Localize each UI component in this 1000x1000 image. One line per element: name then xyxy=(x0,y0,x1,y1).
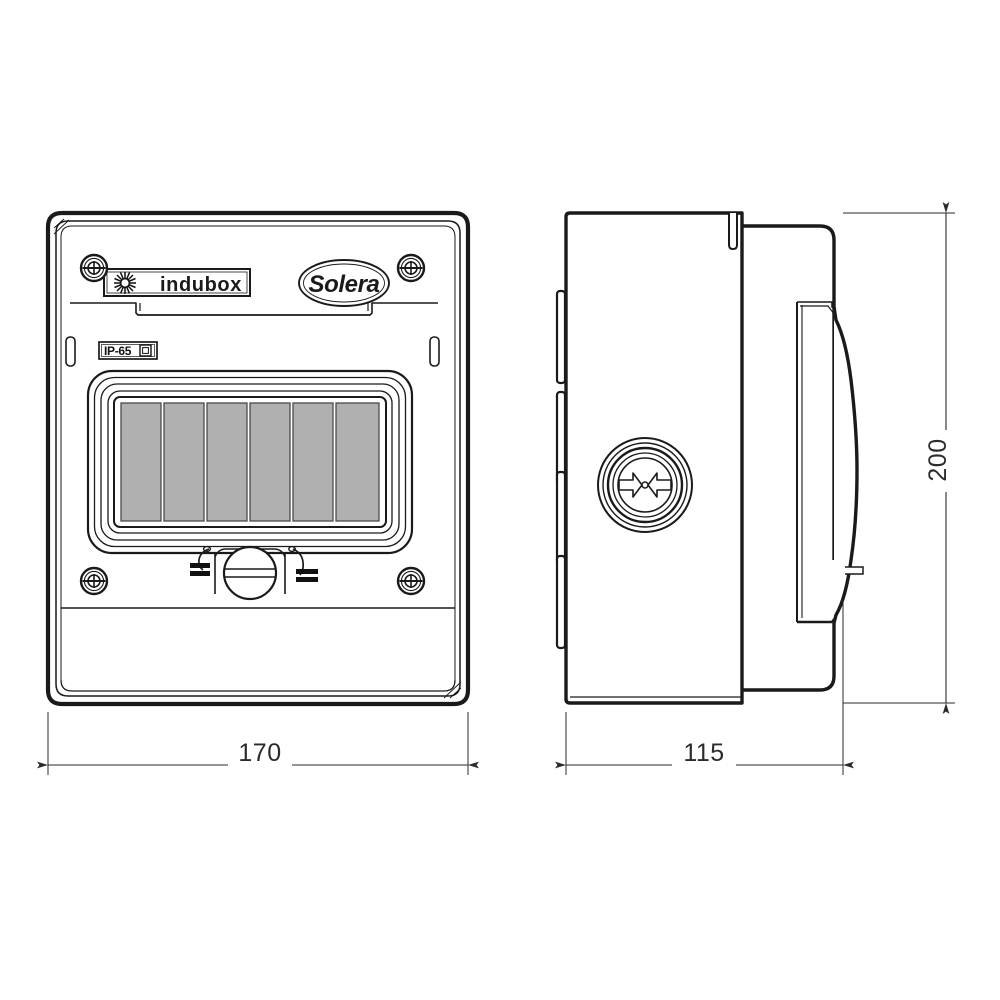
corner-tick-marks xyxy=(53,218,462,699)
dimension-width-value: 170 xyxy=(238,739,281,767)
cable-knockout xyxy=(597,437,693,533)
screw-bottom-left xyxy=(79,566,109,596)
module-slot xyxy=(292,402,334,522)
module-slot-group xyxy=(120,402,380,522)
side-door-bottom-flange xyxy=(797,616,838,624)
hinge-segment xyxy=(555,390,567,486)
dimension-height-value: 200 xyxy=(924,438,952,481)
latch-marking-left xyxy=(190,545,212,576)
starburst-icon xyxy=(114,272,136,294)
screw-top-left xyxy=(79,253,109,283)
module-slot xyxy=(120,402,162,522)
module-slot xyxy=(249,402,291,522)
side-door-lower-return xyxy=(742,623,836,692)
hinge-segment-group xyxy=(555,289,567,650)
front-door-outline xyxy=(55,220,461,697)
latch-marking-right xyxy=(288,545,318,582)
module-slot xyxy=(335,402,380,522)
module-slot xyxy=(206,402,248,522)
ip-rating-label: IP-65 xyxy=(104,344,132,358)
module-slot xyxy=(163,402,205,522)
dimension-depth-value: 115 xyxy=(683,739,724,767)
dimension-width-170: 170 xyxy=(37,712,479,775)
module-window-frame-3 xyxy=(100,383,400,541)
quarter-turn-latch[interactable] xyxy=(222,545,278,601)
indubox-badge-label: indubox xyxy=(160,274,242,296)
hinge-segment xyxy=(555,470,567,566)
side-door-top-flange-inner xyxy=(800,305,837,321)
indubox-badge: indubox xyxy=(103,268,251,297)
screw-top-right xyxy=(396,253,426,283)
knockout-arrow-right xyxy=(647,472,672,498)
hinge-segment xyxy=(555,554,567,650)
lower-panel-rim xyxy=(60,679,456,692)
side-door-upper-lip xyxy=(742,224,836,560)
label-plate-bracket-inner xyxy=(139,303,369,311)
dimension-height-200: 200 xyxy=(843,202,959,714)
vent-slot-right xyxy=(429,336,440,367)
module-window-frame-4 xyxy=(107,390,393,534)
side-top-seam xyxy=(728,213,738,251)
vent-slot-left xyxy=(65,336,76,367)
ip-rating-badge: IP-65 xyxy=(98,341,158,360)
solera-badge: Solera xyxy=(298,259,390,307)
class-II-square-icon xyxy=(139,344,152,357)
side-door-profile xyxy=(832,306,859,624)
side-door-top-flange xyxy=(797,301,837,310)
side-door-latch-tab xyxy=(845,566,864,575)
front-view: indubox Solera xyxy=(45,210,471,707)
dimension-depth-115: 115 xyxy=(555,600,854,775)
side-view xyxy=(555,211,864,705)
screw-bottom-right xyxy=(396,566,426,596)
solera-badge-label: Solera xyxy=(309,271,380,298)
knockout-arrow-left xyxy=(618,472,643,498)
hinge-segment xyxy=(555,289,567,385)
